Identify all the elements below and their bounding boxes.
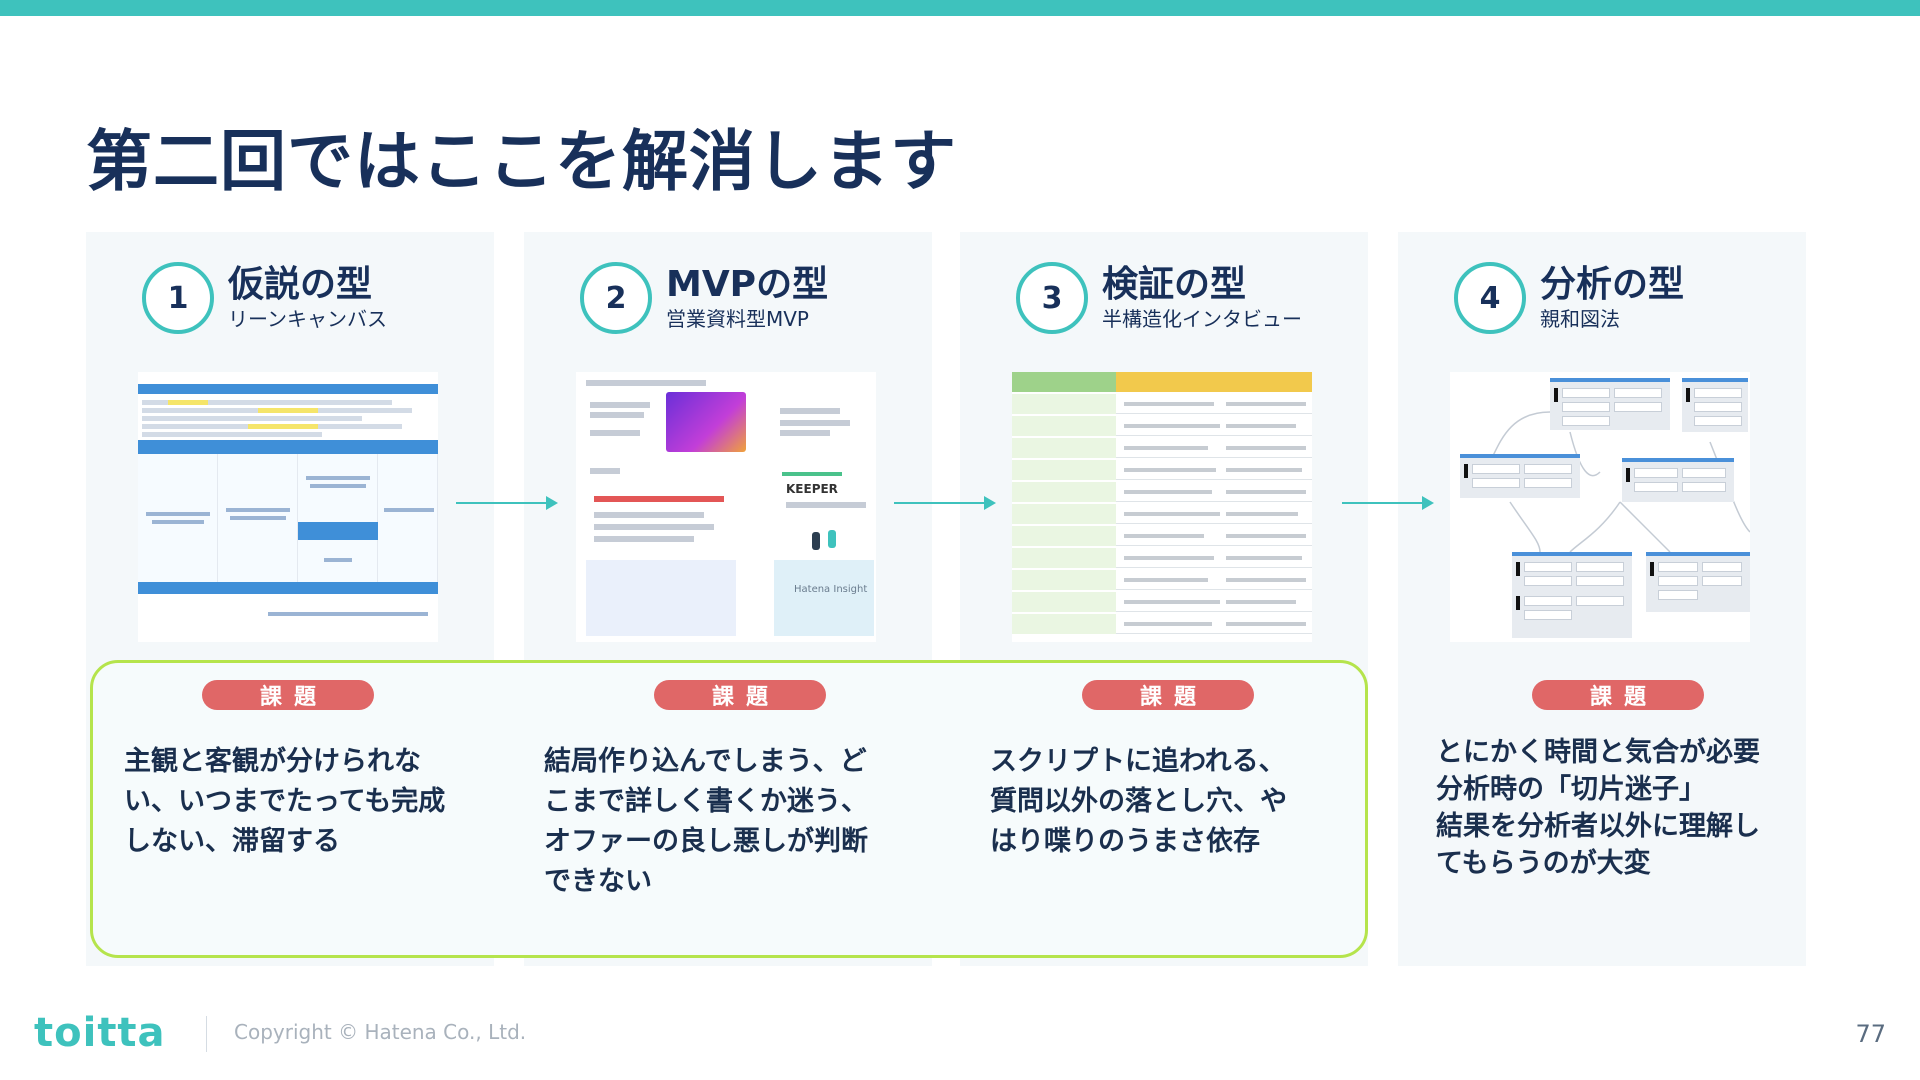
step-number-badge: 3 bbox=[1016, 262, 1088, 334]
issue-badge-1: 課題 bbox=[202, 680, 374, 710]
top-accent-bar bbox=[0, 0, 1920, 16]
issue-text-4: とにかく時間と気合が必要 分析時の「切片迷子」 結果を分析者以外に理解し てもら… bbox=[1436, 737, 1760, 879]
step-name: MVPの型 bbox=[666, 264, 829, 305]
issue-text-2: 結局作り込んでしまう、ど こまで詳しく書くか迷う、 オファーの良し悪しが判断 で… bbox=[544, 746, 868, 897]
issue-badge-3: 課題 bbox=[1082, 680, 1254, 710]
page-number: 77 bbox=[1855, 1020, 1886, 1048]
lean-canvas-thumbnail bbox=[138, 372, 438, 642]
step-name: 仮説の型 bbox=[228, 264, 373, 305]
flow-arrow-3-to-4 bbox=[1342, 496, 1434, 510]
step-header-2: 2 MVPの型 営業資料型MVP bbox=[580, 262, 828, 334]
step-method: 半構造化インタビュー bbox=[1102, 307, 1302, 331]
step-header-1: 1 仮説の型 リーンキャンバス bbox=[142, 262, 387, 334]
footer-divider bbox=[206, 1016, 207, 1052]
mvp-brand-text: KEEPER bbox=[786, 482, 838, 496]
step-column-3: 3 検証の型 半構造化インタビュー bbox=[960, 232, 1368, 966]
step-column-4: 4 分析の型 親和図法 bbox=[1398, 232, 1806, 966]
mvp-sales-deck-thumbnail: KEEPER Hatena Insight bbox=[576, 372, 876, 642]
step-header-3: 3 検証の型 半構造化インタビュー bbox=[1016, 262, 1302, 334]
step-number-badge: 4 bbox=[1454, 262, 1526, 334]
interview-script-thumbnail bbox=[1012, 372, 1312, 642]
step-method: 営業資料型MVP bbox=[666, 307, 809, 331]
issue-badge-2: 課題 bbox=[654, 680, 826, 710]
step-name: 検証の型 bbox=[1102, 264, 1247, 305]
step-header-4: 4 分析の型 親和図法 bbox=[1454, 262, 1684, 334]
affinity-diagram-thumbnail bbox=[1450, 372, 1750, 642]
mvp-insight-text: Hatena Insight bbox=[794, 584, 868, 595]
step-method: 親和図法 bbox=[1540, 307, 1620, 331]
issue-badge-4: 課題 bbox=[1532, 680, 1704, 710]
slide-title: 第二回ではここを解消します bbox=[86, 123, 957, 200]
step-method: リーンキャンバス bbox=[228, 307, 387, 331]
issue-text-1: 主観と客観が分けられな い、いつまでたっても完成 しない、滞留する bbox=[124, 746, 446, 857]
toitta-logo: toitta bbox=[34, 1010, 166, 1056]
step-name: 分析の型 bbox=[1540, 264, 1685, 305]
issue-text-3: スクリプトに追われる、 質問以外の落とし穴、や はり喋りのうまさ依存 bbox=[990, 746, 1287, 857]
flow-arrow-2-to-3 bbox=[894, 496, 996, 510]
mvp-hero-image bbox=[666, 392, 746, 452]
step-number-badge: 2 bbox=[580, 262, 652, 334]
step-number-badge: 1 bbox=[142, 262, 214, 334]
flow-arrow-1-to-2 bbox=[456, 496, 558, 510]
copyright-text: Copyright © Hatena Co., Ltd. bbox=[234, 1020, 527, 1044]
